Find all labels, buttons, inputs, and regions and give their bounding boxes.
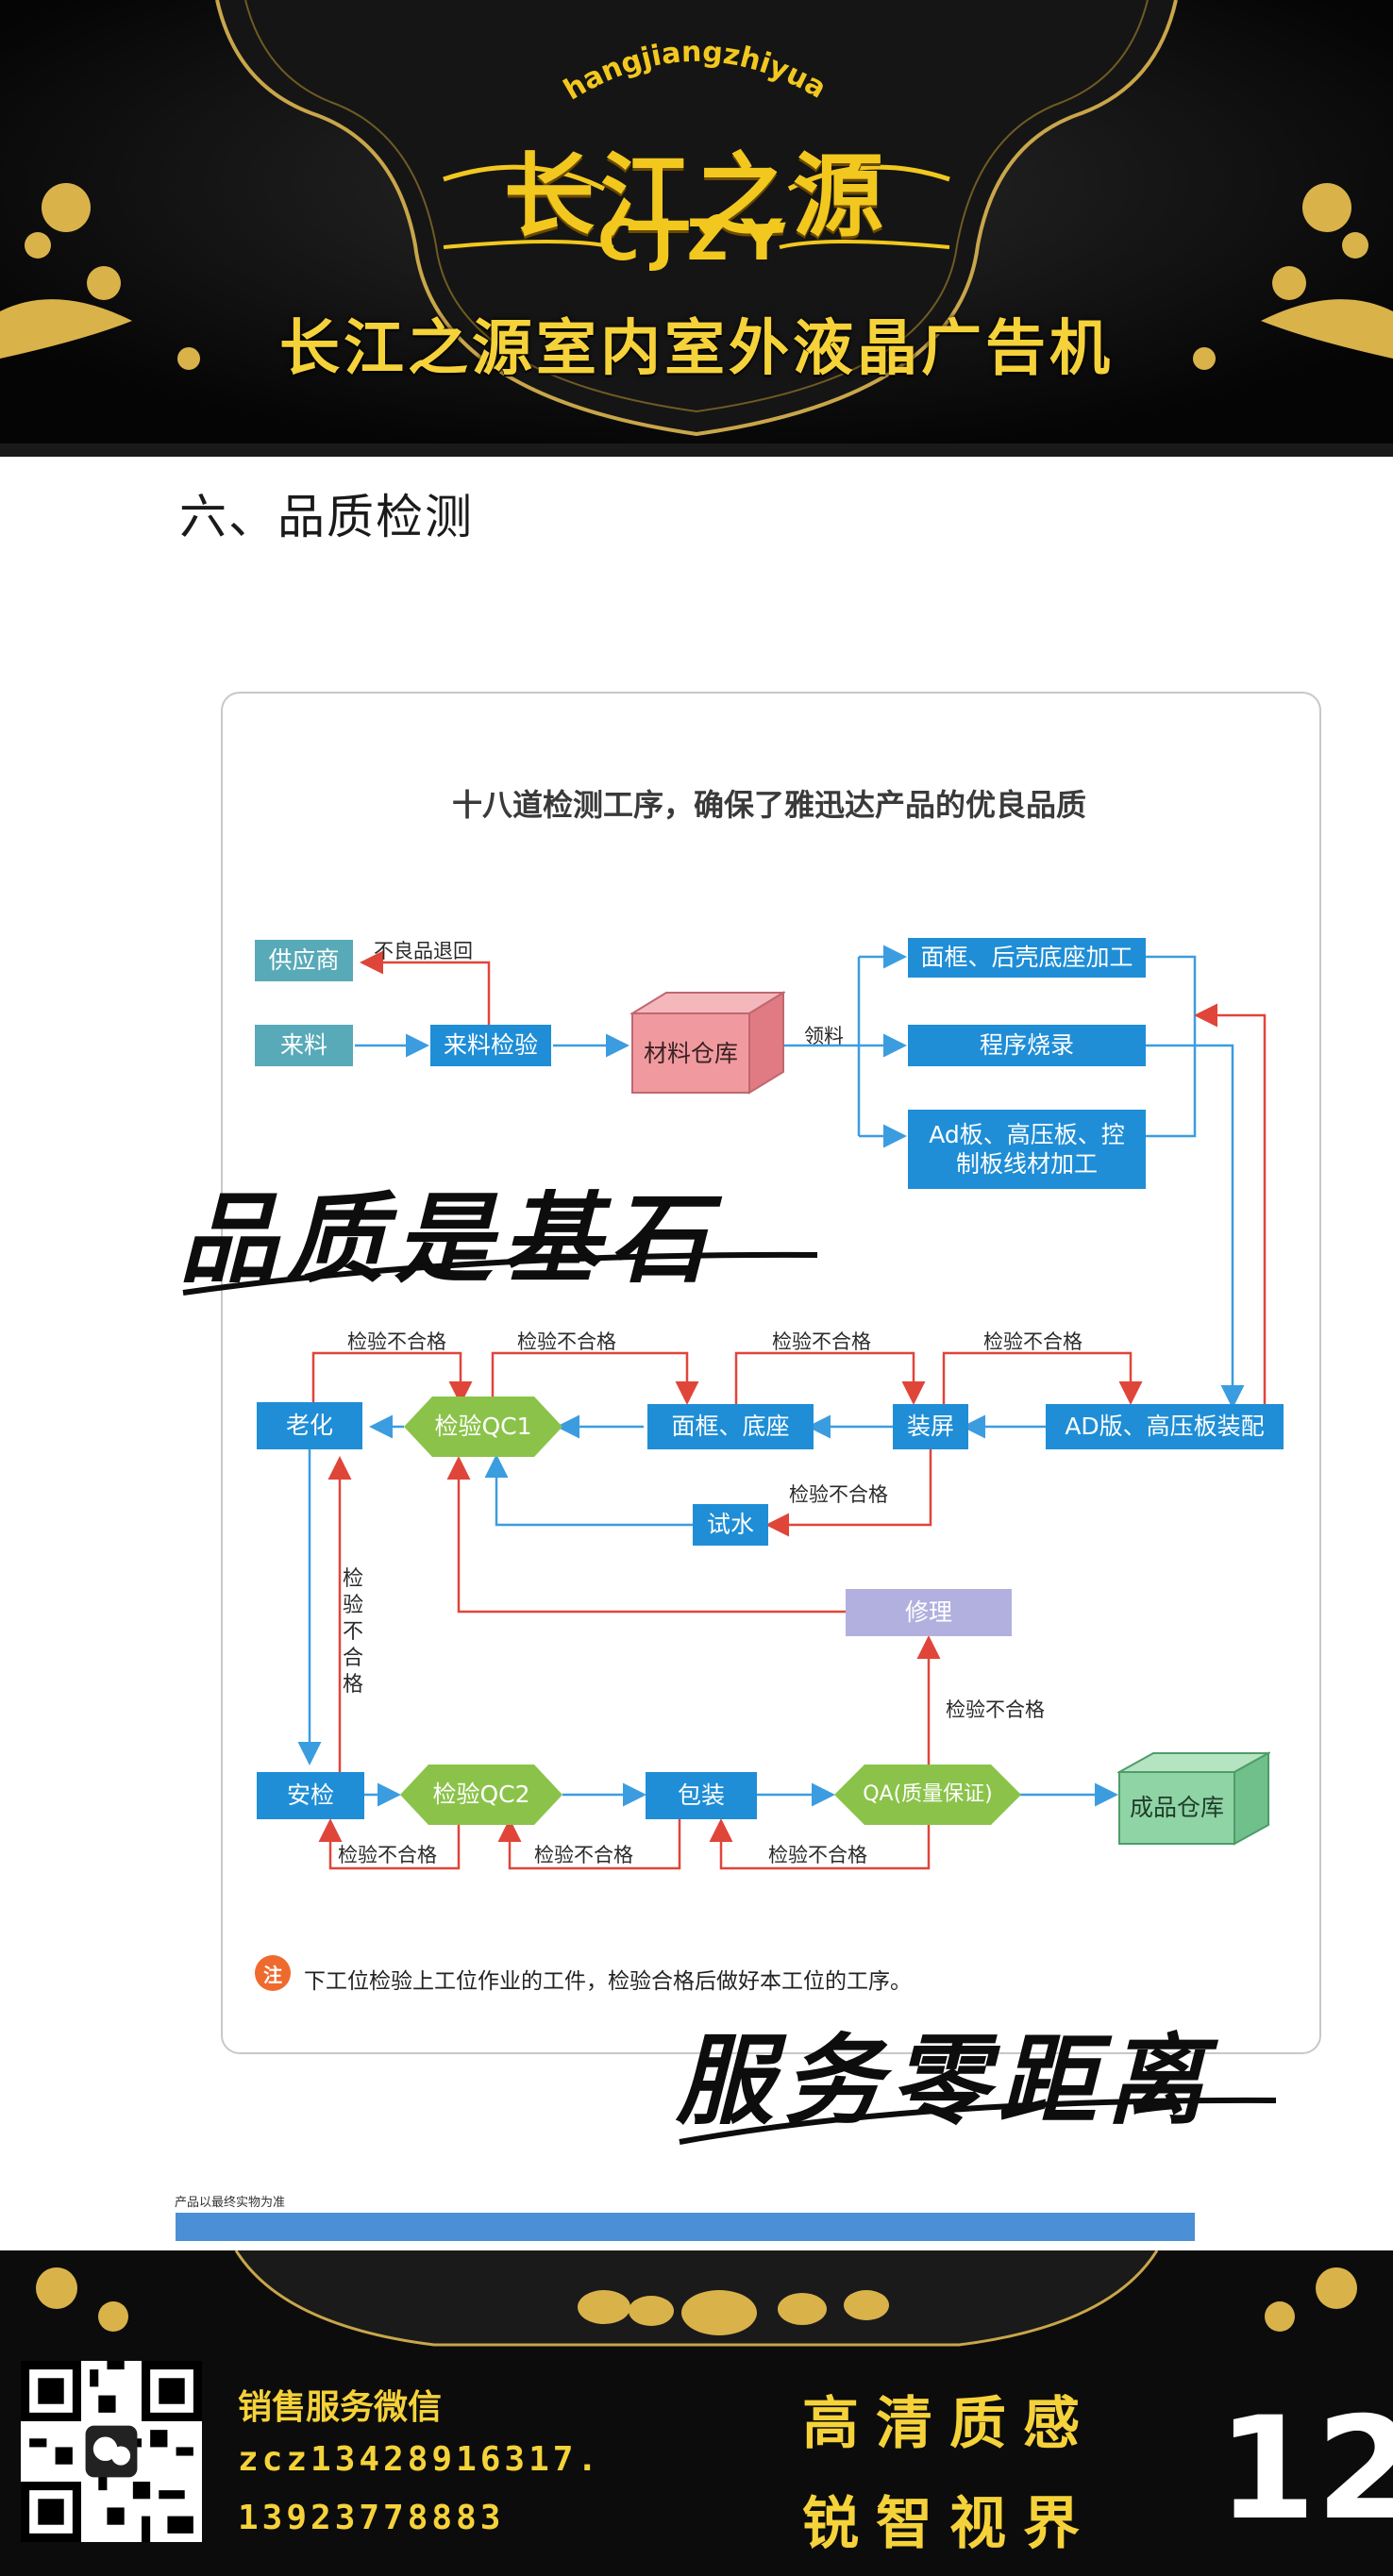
node-screen-install: 装屏 [893, 1404, 968, 1449]
node-packing: 包装 [646, 1772, 757, 1819]
node-ad-assembly: AD版、高压板装配 [1046, 1404, 1284, 1449]
qc2-diamond-shape [400, 1765, 562, 1825]
node-repair: 修理 [846, 1589, 1012, 1636]
edge-label-fail: 检验不合格 [983, 1330, 1083, 1353]
sales-service-label: 销售服务微信 [238, 2388, 443, 2427]
header-banner: changjiangzhiyuan 长江之源 CJZY 长江之源室内室外液晶广告… [0, 0, 1393, 457]
edge-label-fail: 检验不合格 [946, 1698, 1045, 1721]
edge-label-pick-material: 领料 [804, 1025, 844, 1047]
node-qc2: 检验QC2 [432, 1781, 530, 1809]
node-finished-warehouse: 成品仓库 [1129, 1794, 1224, 1822]
wechat-qr-code[interactable] [21, 2361, 202, 2542]
node-program-burn: 程序烧录 [908, 1025, 1146, 1066]
edge-label-fail: 检验不合格 [789, 1483, 888, 1506]
node-ad-board-processing: Ad板、高压板、控制板线材加工 [908, 1110, 1146, 1189]
banner-title: 长江之源室内室外液晶广告机 [279, 314, 1114, 384]
footer-banner [0, 2250, 1393, 2576]
edge-label-fail: 检验不合格 [517, 1330, 616, 1353]
brand-logo-abbreviation: CJZY [597, 208, 796, 274]
blue-divider-bar [176, 2213, 1195, 2241]
tagline-line-2: 锐智视界 [802, 2491, 1097, 2557]
footer-ornate-graphic [0, 2250, 1393, 2576]
node-frame-base: 面框、底座 [647, 1404, 814, 1449]
edge-label-fail: 检验不合格 [347, 1330, 446, 1353]
node-safety-check: 安检 [257, 1772, 364, 1819]
edge-label-fail: 检验不合格 [534, 1844, 633, 1866]
node-supplier: 供应商 [255, 940, 353, 981]
qc1-diamond-shape [404, 1397, 562, 1457]
brush-underline-1 [182, 1251, 818, 1296]
qa-diamond-shape [834, 1765, 1021, 1825]
note-icon: 注 [255, 1955, 291, 1991]
brush-underline-2 [679, 2097, 1277, 2145]
section-heading: 六、品质检测 [179, 490, 474, 544]
page-number: 12 [1217, 2387, 1393, 2551]
finished-warehouse-box-icon [1117, 1751, 1270, 1846]
node-incoming-material: 来料 [255, 1025, 353, 1066]
diagram-title: 十八道检测工序，确保了雅迅达产品的优良品质 [451, 787, 1086, 823]
node-material-warehouse: 材料仓库 [643, 1040, 738, 1068]
edge-label-fail: 检验不合格 [768, 1844, 867, 1866]
brand-logo-chinese: 长江之源 [504, 142, 889, 249]
tagline-line-1: 高清质感 [802, 2391, 1097, 2457]
footnote: 产品以最终实物为准 [175, 2196, 286, 2210]
node-aging: 老化 [257, 1402, 362, 1449]
node-incoming-inspection: 来料检验 [430, 1025, 551, 1066]
slogan-quality: 品质是基石 [179, 1180, 718, 1296]
node-water-test: 试水 [693, 1504, 768, 1546]
brand-latin-arc: changjiangzhiyuan [0, 0, 1393, 457]
diagram-note: 下工位检验上工位作业的工件，检验合格后做好本工位的工序。 [304, 1969, 912, 1994]
wechat-id-1[interactable]: zcz13428916317. [238, 2440, 602, 2479]
edge-label-reject-return: 不良品退回 [374, 940, 473, 962]
ornate-frame-graphic [0, 0, 1393, 457]
material-warehouse-box-icon [630, 991, 785, 1095]
wechat-id-2[interactable]: 13923778883 [238, 2499, 505, 2537]
slogan-service: 服务零距离 [676, 2022, 1215, 2138]
node-qa: QA(质量保证) [863, 1782, 993, 1807]
node-qc1: 检验QC1 [434, 1413, 532, 1441]
edge-label-fail: 检验不合格 [772, 1330, 871, 1353]
edge-label-fail-vertical: 检验不合格 [342, 1567, 363, 1697]
edge-label-fail: 检验不合格 [338, 1844, 437, 1866]
node-frame-processing: 面框、后壳底座加工 [908, 938, 1146, 978]
